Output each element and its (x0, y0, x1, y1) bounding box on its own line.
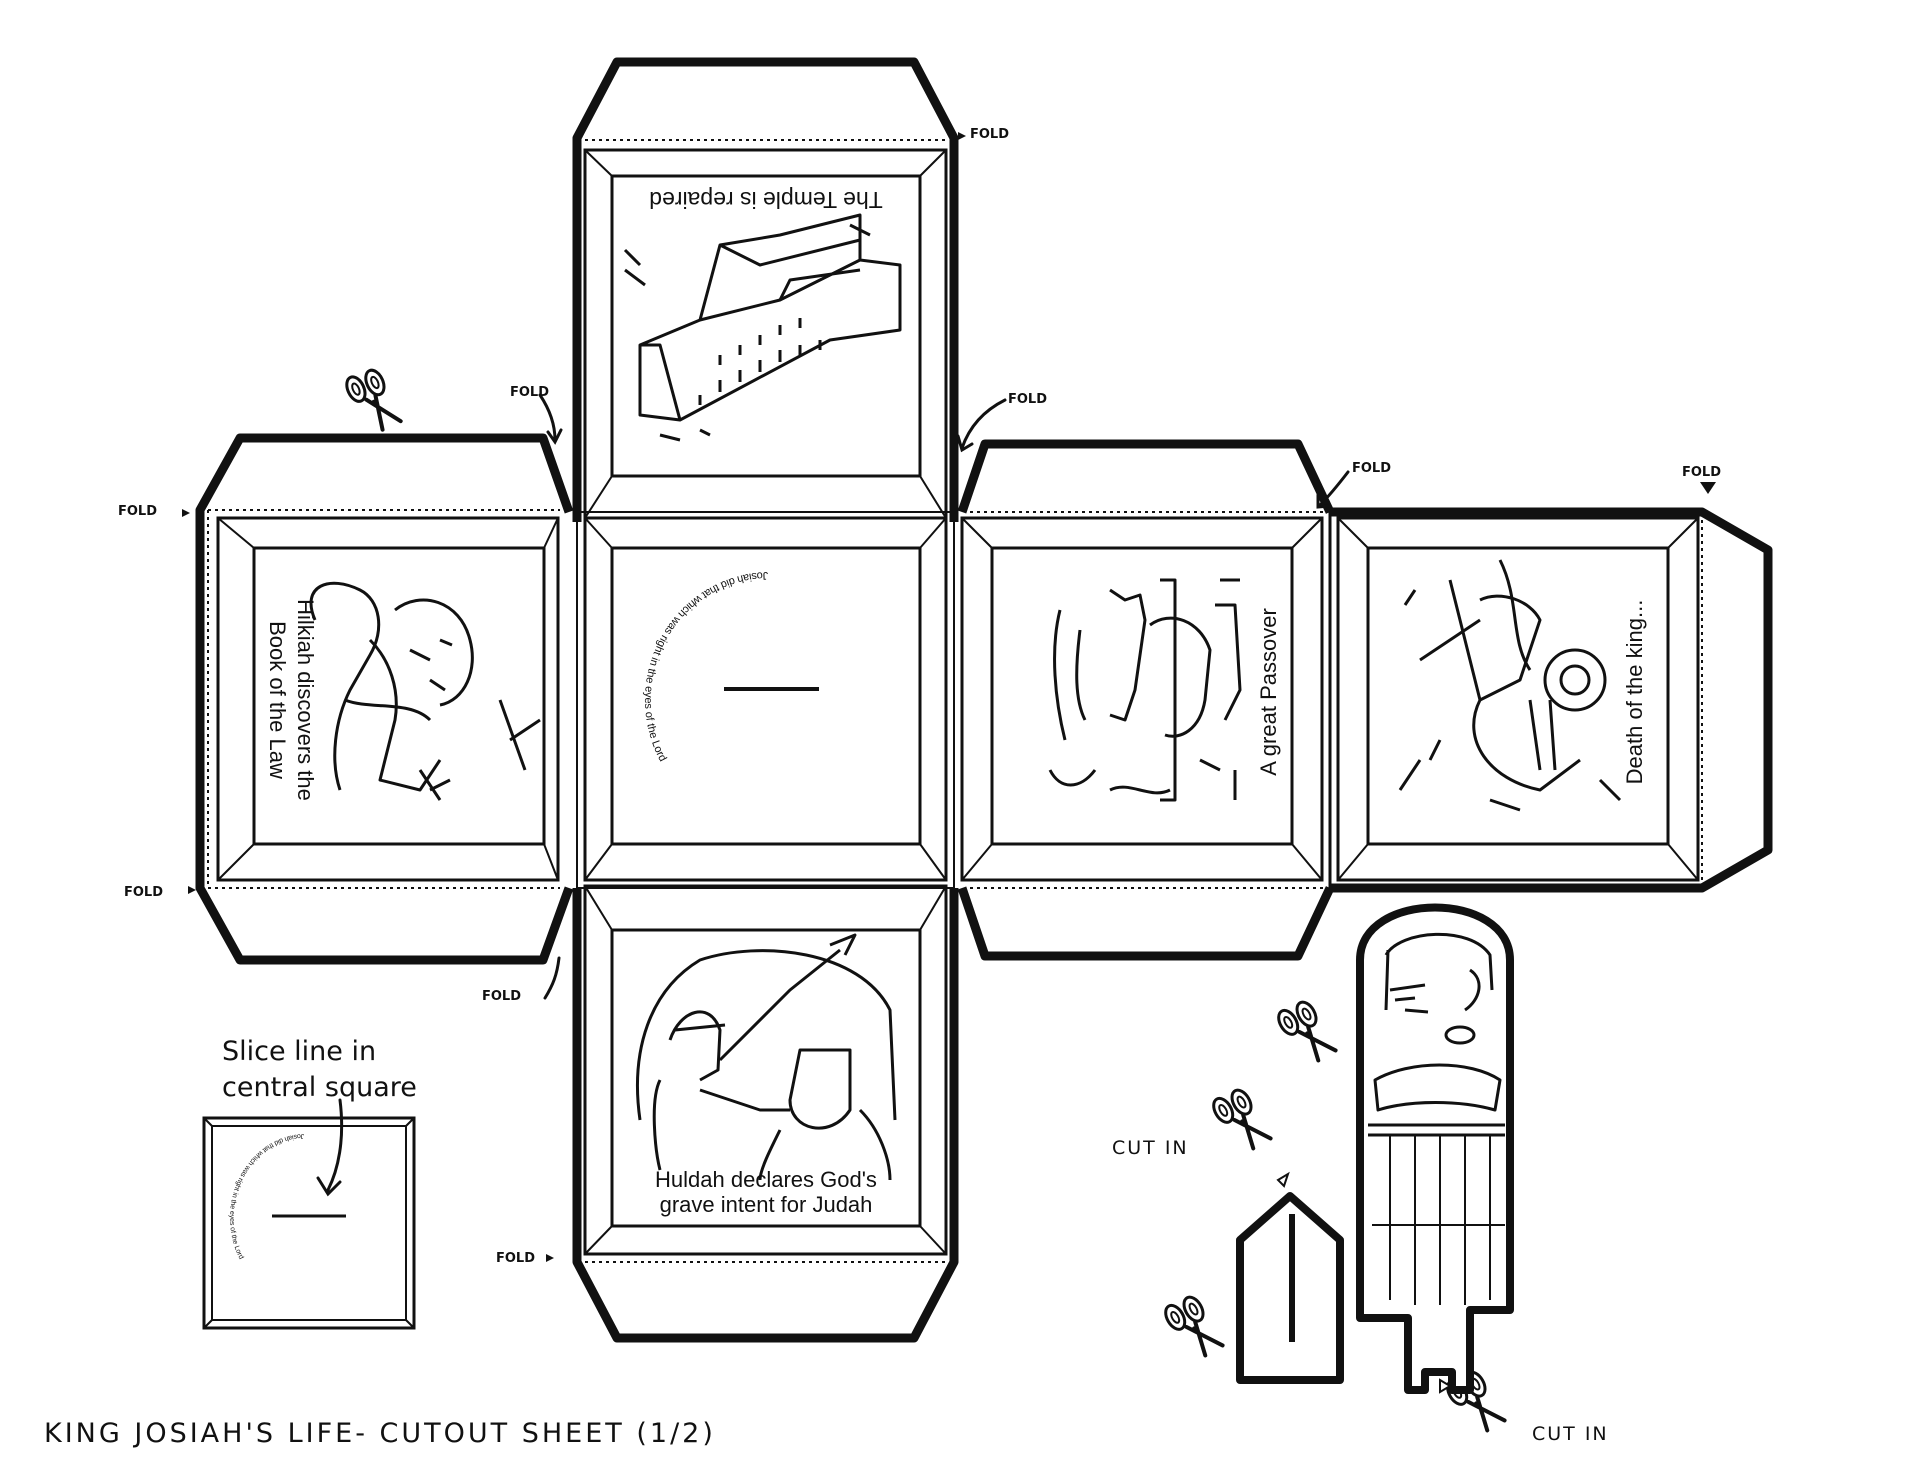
arrow-icon (1439, 1378, 1452, 1394)
fold-label: FOLD (1682, 465, 1721, 480)
arrow-icon (543, 956, 561, 1000)
scissors-icon (1159, 1290, 1226, 1365)
left-face: Hilkiah discovers the Book of the Law (195, 433, 574, 965)
huldah-illustration (636, 933, 897, 1181)
top-face-caption: The Temple is repaired (649, 187, 883, 213)
arrow-icon (956, 398, 1007, 453)
fold-label: FOLD (118, 504, 157, 519)
crown-cutout (1236, 1192, 1344, 1384)
center-arc-text: Josiah did that which was right in the e… (642, 569, 768, 764)
fold-label: FOLD (124, 885, 163, 900)
scissors-icon (1272, 995, 1339, 1070)
cut-in-label: CUT IN (1112, 1137, 1189, 1159)
right-face-2: Death of the king... (1328, 507, 1773, 893)
mini-arc-text: Josiah did that which was right in the e… (228, 1132, 304, 1261)
bottom-face: Huldah declares God's grave intent for J… (572, 884, 959, 1343)
left-face-caption-line1: Hilkiah discovers the (293, 599, 318, 801)
fold-label: FOLD (970, 127, 1009, 142)
center-face: Josiah did that which was right in the e… (576, 511, 955, 889)
slice-note: Slice line in central square Josiah did … (202, 1036, 417, 1330)
right-face-2-caption: Death of the king... (1622, 600, 1647, 785)
note-line2: central square (222, 1072, 417, 1103)
top-face: The Temple is repaired (572, 57, 959, 522)
arrow-icon (316, 1098, 344, 1197)
bottom-face-caption-line2: grave intent for Judah (660, 1192, 873, 1217)
scissors-icon (341, 363, 404, 438)
death-of-king-illustration (1398, 559, 1622, 812)
passover-illustration (1048, 578, 1242, 802)
arrow-icon (1276, 1171, 1290, 1188)
right-face-1-caption: A great Passover (1256, 608, 1281, 776)
left-face-caption-line2: Book of the Law (265, 621, 290, 779)
note-line1: Slice line in (222, 1036, 376, 1067)
fold-arrows (182, 132, 1716, 1262)
hilkiah-illustration (309, 581, 541, 801)
fold-label: FOLD (1008, 392, 1047, 407)
arrow-icon (1316, 470, 1350, 509)
fold-label: FOLD (482, 989, 521, 1004)
josiah-figure (1356, 903, 1514, 1394)
right-face-1: A great Passover (957, 439, 1335, 961)
temple-illustration (623, 213, 902, 442)
arrow-icon (538, 393, 563, 445)
cut-in-label: CUT IN (1532, 1423, 1609, 1445)
fold-label: FOLD (496, 1251, 535, 1266)
scissors-icon (1207, 1083, 1274, 1158)
bottom-face-caption-line1: Huldah declares God's (655, 1167, 877, 1192)
sheet-title: KING JOSIAH'S LIFE- CUTOUT SHEET (1/2) (44, 1418, 716, 1449)
fold-label: FOLD (1352, 461, 1391, 476)
